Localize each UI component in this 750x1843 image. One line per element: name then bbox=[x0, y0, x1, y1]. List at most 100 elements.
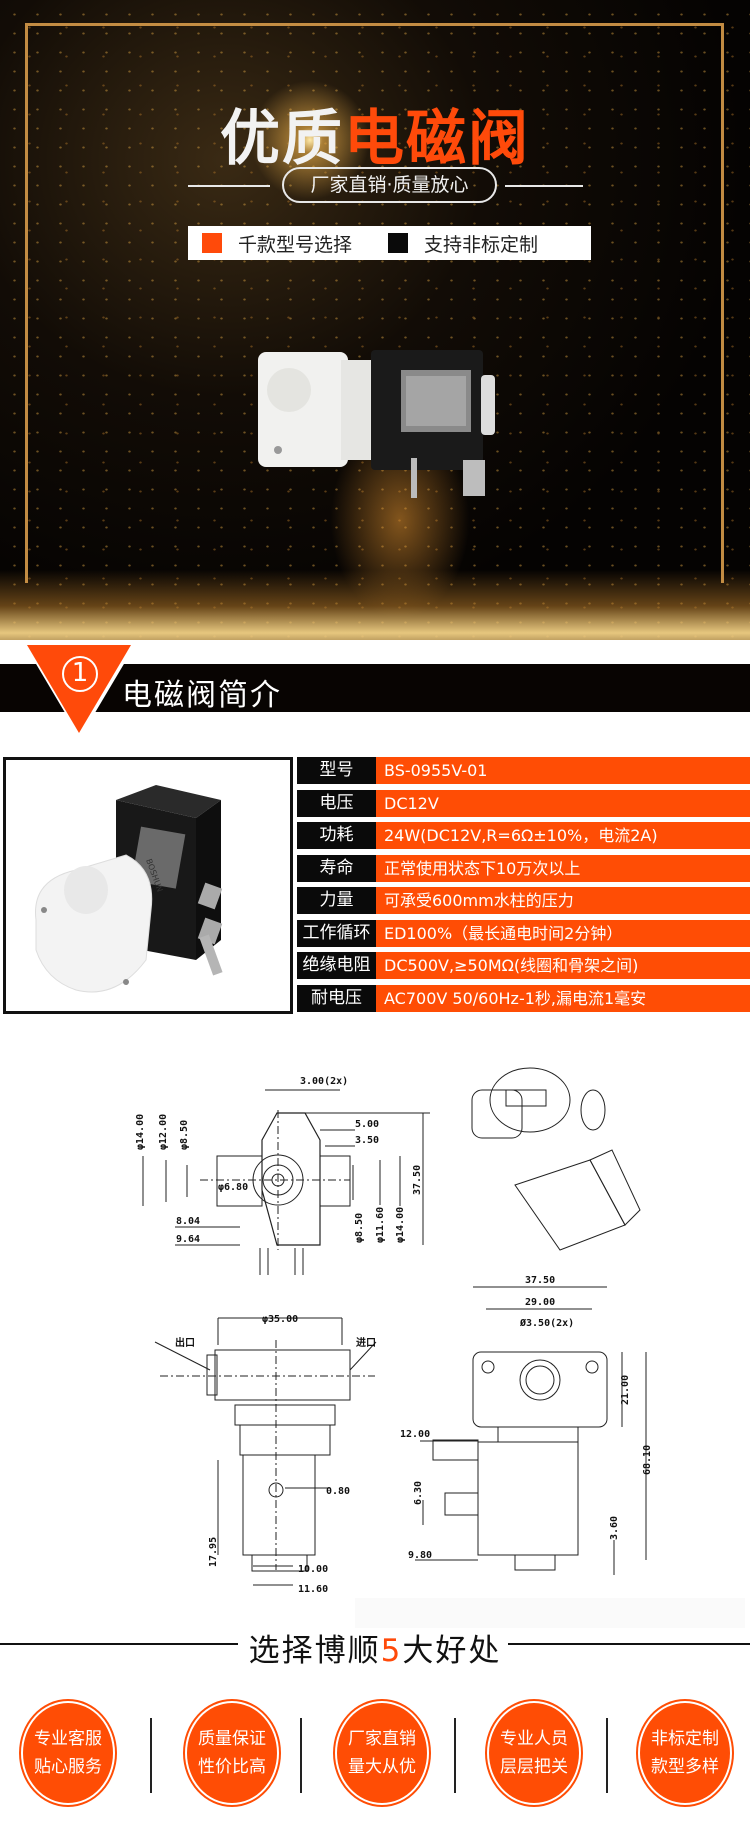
section-number: 1 bbox=[62, 656, 98, 692]
hero-title-white: 优质 bbox=[220, 104, 344, 174]
benefit-line1: 非标定制 bbox=[651, 1729, 719, 1749]
benefit-line2: 性价比高 bbox=[198, 1757, 266, 1777]
product-photo-angled: BOSHUN bbox=[35, 785, 223, 993]
spec-key: 工作循环 bbox=[297, 919, 376, 947]
benefit-circle: 专业人员层层把关 bbox=[489, 1703, 579, 1803]
separator bbox=[454, 1718, 456, 1793]
hero-title-orange: 电磁阀 bbox=[344, 104, 530, 174]
side-view bbox=[154, 1317, 377, 1586]
dim-label: 3.60 bbox=[609, 1516, 620, 1540]
spec-value: DC12V bbox=[376, 789, 750, 817]
product-photo bbox=[258, 350, 495, 498]
dim-label: φ11.60 bbox=[375, 1207, 386, 1243]
spec-value: DC500V,≥50MΩ(线圈和骨架之间) bbox=[376, 952, 750, 979]
technical-drawing: 3.00(2x) φ14.00 φ12.00 φ8.50 5.00 3.50 3… bbox=[135, 1067, 653, 1595]
spec-row: 力量可承受600mm水柱的压力 bbox=[297, 887, 750, 914]
spec-key: 寿命 bbox=[297, 854, 376, 882]
feature-2: 支持非标定制 bbox=[424, 233, 539, 256]
spec-key: 力量 bbox=[297, 887, 376, 914]
benefits-heading: 选择博顺5大好处 bbox=[0, 1625, 750, 1670]
benefit-line2: 量大从优 bbox=[348, 1757, 416, 1777]
dim-label: 9.80 bbox=[408, 1550, 432, 1561]
dim-label: φ14.00 bbox=[135, 1114, 146, 1150]
benefit-line2: 层层把关 bbox=[500, 1757, 568, 1777]
benefit-circle: 质量保证性价比高 bbox=[187, 1703, 277, 1803]
dim-label: 37.50 bbox=[412, 1165, 423, 1195]
dim-label: 8.04 bbox=[176, 1216, 200, 1227]
separator bbox=[150, 1718, 152, 1793]
dim-label: 6.30 bbox=[413, 1481, 424, 1505]
isometric-view bbox=[471, 1067, 641, 1251]
light-flare bbox=[250, 80, 370, 200]
benefits-title: 选择博顺5大好处 bbox=[0, 1623, 750, 1669]
dim-label: 68.10 bbox=[642, 1445, 653, 1475]
dim-label: 0.80 bbox=[326, 1486, 350, 1497]
spec-value: 正常使用状态下10万次以上 bbox=[376, 854, 750, 882]
benefit-circle: 专业客服贴心服务 bbox=[23, 1703, 113, 1803]
tagline-line-left bbox=[188, 185, 270, 187]
benefits-title-post: 大好处 bbox=[402, 1633, 502, 1669]
dim-label: φ6.80 bbox=[218, 1182, 248, 1193]
benefit-line1: 质量保证 bbox=[198, 1729, 266, 1749]
dim-label: φ12.00 bbox=[158, 1114, 169, 1150]
dim-label: 3.50 bbox=[355, 1135, 379, 1146]
benefits-title-pre: 选择博顺 bbox=[248, 1633, 381, 1669]
faint-panel bbox=[355, 1598, 745, 1628]
benefit-line1: 专业客服 bbox=[34, 1729, 102, 1749]
dim-label: φ35.00 bbox=[262, 1314, 298, 1325]
dim-label: 17.95 bbox=[208, 1537, 219, 1567]
spec-value: 可承受600mm水柱的压力 bbox=[376, 887, 750, 914]
dim-label: φ14.00 bbox=[395, 1207, 406, 1243]
dim-label: 37.50 bbox=[525, 1275, 555, 1286]
orange-square-icon bbox=[202, 233, 222, 253]
benefit-line1: 专业人员 bbox=[500, 1729, 568, 1749]
benefit-line2: 款型多样 bbox=[651, 1757, 719, 1777]
dim-label: 11.60 bbox=[298, 1584, 328, 1595]
tagline-line-right bbox=[505, 185, 583, 187]
hero-title: 优质电磁阀 bbox=[0, 90, 750, 177]
feature-1: 千款型号选择 bbox=[238, 233, 353, 256]
spec-key: 电压 bbox=[297, 789, 376, 817]
feature-bar: 千款型号选择 支持非标定制 bbox=[188, 226, 591, 260]
inlet-label: 进口 bbox=[356, 1336, 376, 1349]
hero-banner: 优质电磁阀 厂家直销·质量放心 千款型号选择 支持非标定制 bbox=[0, 0, 750, 640]
dim-label: φ8.50 bbox=[354, 1213, 365, 1243]
gold-frame bbox=[25, 23, 724, 583]
dim-label: φ8.50 bbox=[179, 1120, 190, 1150]
outlet-label: 出口 bbox=[175, 1336, 195, 1349]
benefit-line1: 厂家直销 bbox=[348, 1729, 416, 1749]
section-title: 电磁阀简介 bbox=[122, 678, 282, 713]
front-view bbox=[142, 1089, 430, 1275]
dim-label: 10.00 bbox=[298, 1564, 328, 1575]
spec-value: AC700V 50/60Hz-1秒,漏电流1毫安 bbox=[376, 984, 750, 1012]
spec-key: 功耗 bbox=[297, 822, 376, 849]
spec-value: ED100%（最长通电时间2分钟） bbox=[376, 919, 750, 947]
spec-key: 型号 bbox=[297, 757, 376, 784]
title-line-right bbox=[508, 1643, 750, 1645]
dim-label: 21.00 bbox=[620, 1375, 631, 1405]
dim-label: 29.00 bbox=[525, 1297, 555, 1308]
product-image-box: BOSHUN bbox=[3, 757, 293, 1014]
dim-label: 3.00(2x) bbox=[300, 1076, 348, 1087]
benefit-circle: 厂家直销量大从优 bbox=[337, 1703, 427, 1803]
gold-network-floor bbox=[0, 570, 750, 640]
spec-value: 24W(DC12V,R=6Ω±10%，电流2A) bbox=[376, 822, 750, 849]
title-line-left bbox=[0, 1643, 238, 1645]
spec-value: BS-0955V-01 bbox=[376, 757, 750, 784]
separator bbox=[300, 1718, 302, 1793]
dim-label: Ø3.50(2x) bbox=[519, 1317, 574, 1329]
benefit-circle: 非标定制款型多样 bbox=[640, 1703, 730, 1803]
dim-label: 12.00 bbox=[400, 1429, 430, 1440]
bottom-view bbox=[415, 1286, 647, 1575]
spec-key: 绝缘电阻 bbox=[297, 952, 376, 979]
spec-row: 寿命正常使用状态下10万次以上 bbox=[297, 854, 750, 882]
black-square-icon bbox=[388, 233, 409, 253]
dim-label: 5.00 bbox=[355, 1119, 379, 1130]
tagline-pill: 厂家直销·质量放心 bbox=[282, 167, 497, 203]
